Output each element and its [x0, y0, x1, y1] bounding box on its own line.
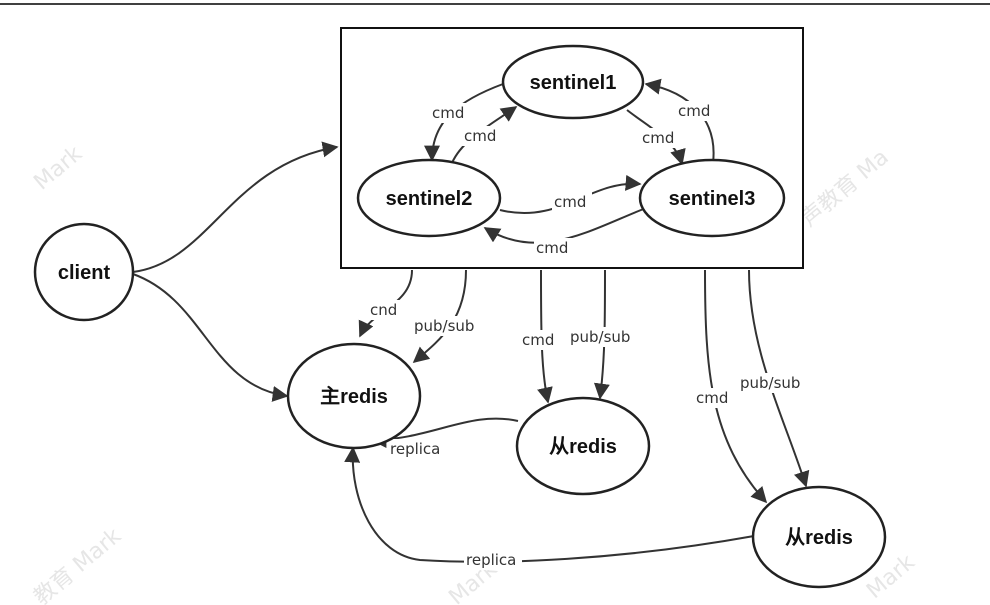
- edge-slave2-replica: [344, 446, 755, 563]
- edge-label: cmd: [642, 129, 674, 147]
- edge-client-to-master: [132, 273, 289, 402]
- node-slave-redis-1: 从redis: [515, 396, 651, 496]
- edge-label: cmd: [536, 239, 568, 257]
- edge-label: cmd: [432, 104, 464, 122]
- edge-client-to-cluster: [132, 141, 339, 273]
- edge-label: replica: [466, 551, 516, 569]
- node-sentinel2: sentinel2: [356, 158, 502, 238]
- edge-label: pub/sub: [570, 328, 630, 346]
- edge-label: cnd: [370, 301, 397, 319]
- edge-label: cmd: [554, 193, 586, 211]
- node-label: sentinel1: [530, 72, 617, 94]
- node-slave-redis-2: 从redis: [751, 485, 887, 589]
- edge-label: cmd: [522, 331, 554, 349]
- node-label: sentinel3: [669, 188, 756, 210]
- watermark: Mark: [29, 141, 87, 195]
- edge-label: pub/sub: [414, 317, 474, 335]
- node-label: client: [58, 262, 111, 284]
- node-label: sentinel2: [386, 188, 473, 210]
- edge-label: pub/sub: [740, 374, 800, 392]
- edge-label: cmd: [464, 127, 496, 145]
- node-master-redis: 主redis: [286, 342, 422, 450]
- node-sentinel3: sentinel3: [638, 158, 786, 238]
- node-label: 从redis: [549, 435, 617, 458]
- edge-label: cmd: [696, 389, 728, 407]
- node-label: 主redis: [320, 384, 388, 408]
- watermark: 教育 Mark: [29, 523, 126, 605]
- node-label: 从redis: [785, 526, 853, 549]
- edge-label: cmd: [678, 102, 710, 120]
- node-client: client: [33, 222, 135, 322]
- watermark: 声教育 Ma: [797, 145, 894, 232]
- node-sentinel1: sentinel1: [501, 44, 645, 120]
- edge-label: replica: [390, 440, 440, 458]
